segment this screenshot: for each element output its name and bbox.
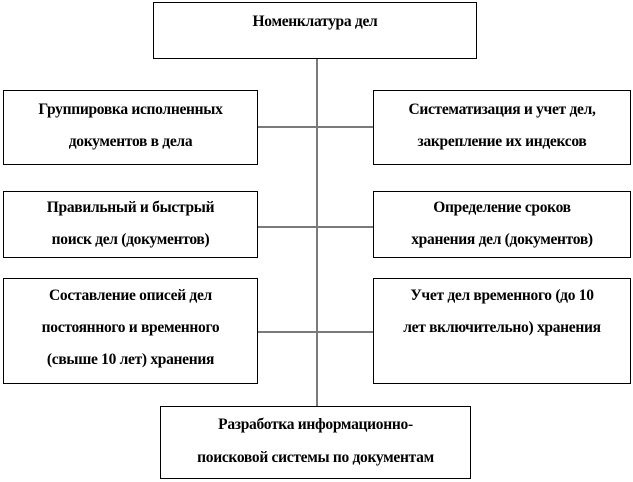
node-root: Номенклатура дел (153, 2, 477, 59)
node-text: Номенклатура дел (252, 13, 378, 30)
node-text: Группировка исполненных (38, 101, 223, 118)
node-left-3: Составление описей дел постоянного и вре… (3, 278, 258, 384)
node-text: лет включительно) хранения (403, 319, 601, 336)
connector-row-1 (257, 126, 373, 128)
node-text: закрепление их индексов (417, 133, 587, 150)
vertical-connector (316, 58, 318, 406)
node-text: документов в дела (68, 133, 193, 150)
node-left-1: Группировка исполненных документов в дел… (3, 90, 258, 165)
node-text: Разработка информационно- (218, 416, 413, 433)
node-text: Составление описей дел (49, 287, 212, 304)
node-right-2: Определение сроков хранения дел (докумен… (373, 191, 631, 258)
connector-row-3 (257, 331, 373, 333)
node-text: постоянного и временного (41, 319, 220, 336)
node-right-1: Систематизация и учет дел, закрепление и… (373, 90, 631, 165)
node-text: поиск дел (документов) (51, 231, 210, 248)
node-text: Систематизация и учет дел, (408, 101, 596, 118)
node-right-3: Учет дел временного (до 10 лет включител… (373, 278, 631, 384)
node-text: Учет дел временного (до 10 (410, 287, 594, 304)
node-text: поисковой системы по документам (197, 449, 434, 466)
node-bottom: Разработка информационно- поисковой сист… (160, 406, 471, 479)
node-text: хранения дел (документов) (411, 231, 593, 248)
node-text: Правильный и быстрый (46, 199, 215, 216)
node-text: (свыше 10 лет) хранения (46, 351, 215, 368)
connector-row-2 (257, 226, 373, 228)
node-left-2: Правильный и быстрый поиск дел (документ… (3, 191, 258, 258)
node-text: Определение сроков (433, 199, 571, 216)
